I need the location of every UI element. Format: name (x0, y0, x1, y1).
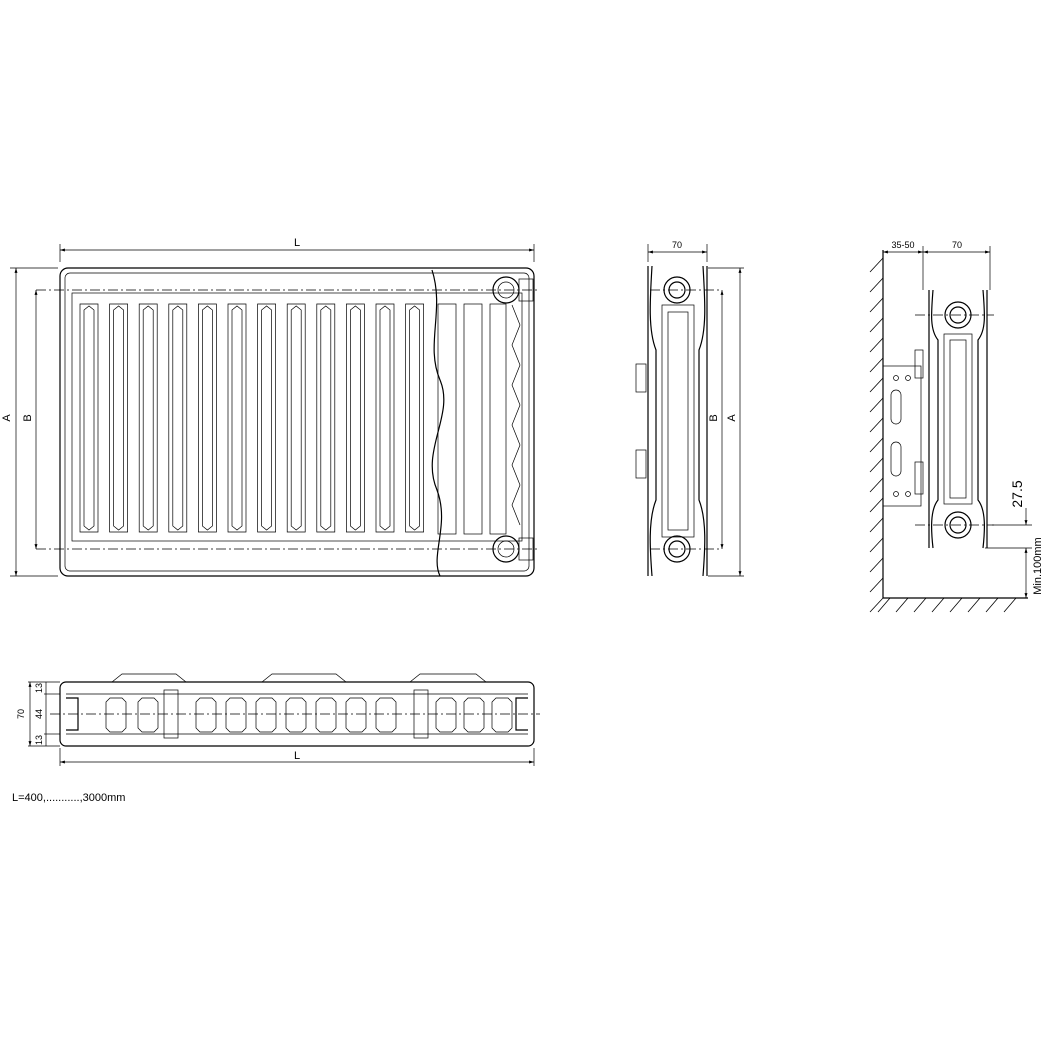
front-view: L A B (1, 237, 540, 577)
front-convector-zone (71, 292, 523, 542)
wall-hatch (869, 257, 884, 613)
top-fins (105, 697, 513, 733)
top-dim-total: 70 (16, 709, 26, 719)
side-outline (647, 266, 708, 576)
top-right-end (515, 697, 528, 731)
side-bracket-lower (635, 449, 647, 479)
top-left-end (66, 697, 79, 731)
top-dim-top: 13 (34, 683, 44, 693)
front-panel-outer (59, 267, 535, 577)
front-dim-a: A (1, 414, 13, 422)
front-dim-b: B (22, 414, 34, 421)
install-dim-floor-clearance: Min.100mm (1032, 537, 1044, 594)
front-panel-inner (64, 272, 530, 572)
side-inner-channel (661, 304, 695, 538)
wall-bracket (882, 365, 922, 507)
install-dim-depth: 70 (952, 240, 962, 250)
side-view: 70 B A (635, 240, 744, 577)
side-dim-b: B (708, 414, 720, 421)
side-dim-a: A (726, 414, 738, 422)
install-dim-wall-gap: 35-50 (891, 240, 914, 250)
top-cap-middle (261, 673, 347, 683)
top-dim-bottom: 13 (34, 735, 44, 745)
cutaway-fins (437, 303, 521, 535)
top-dim-mid: 44 (34, 709, 44, 719)
top-view: 70 13 44 13 L (16, 673, 540, 766)
install-radiator (928, 290, 988, 548)
top-dim-length: L (294, 750, 300, 762)
floor-hatch (877, 597, 1017, 613)
install-dim-offset: 27.5 (1009, 480, 1025, 507)
front-dim-length: L (294, 237, 300, 249)
top-cap-right (409, 673, 487, 683)
top-cap-left (111, 673, 187, 683)
length-range-note: L=400,...........,3000mm (12, 792, 125, 804)
front-slots (79, 303, 424, 533)
side-dim-depth: 70 (672, 240, 682, 250)
install-view: 35-50 70 27.5 Min.100mm (869, 240, 1044, 613)
side-bracket-upper (635, 363, 647, 393)
